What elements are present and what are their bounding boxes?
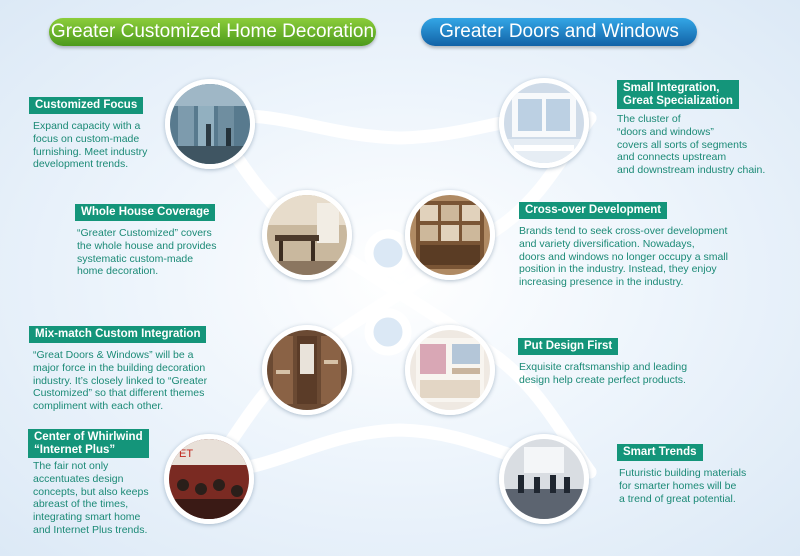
desc-put-design-first: Exquisite craftsmanship and leading desi… [519, 361, 688, 386]
title-customized-focus: Customized Focus [29, 97, 144, 114]
desc-small-integration: The cluster of “doors and windows” cover… [617, 113, 766, 177]
desc-mix-match-custom-integration: “Great Doors & Windows” will be a major … [33, 349, 208, 413]
title-small-integration-line1: Small Integration, [623, 82, 720, 94]
title-center-of-whirlwind-line2: “Internet Plus” [34, 443, 116, 456]
desc-customized-focus: Expand capacity with a focus on custom-m… [33, 120, 148, 171]
header-greater-doors-windows: Greater Doors and Windows [421, 18, 697, 46]
photo-wardrobe [405, 325, 495, 415]
title-small-integration: Small Integration, Great Specialization [617, 80, 739, 109]
title-put-design-first: Put Design First [518, 338, 619, 355]
title-small-integration-line2: Great Specialization [623, 94, 733, 107]
desc-whole-house-coverage: “Greater Customized” covers the whole ho… [77, 227, 217, 278]
title-smart-trends: Smart Trends [617, 444, 703, 461]
header-greater-customized: Greater Customized Home Decoration [49, 18, 376, 46]
desc-cross-over-development: Brands tend to seek cross-over developme… [519, 225, 728, 289]
desc-smart-trends: Futuristic building materials for smarte… [619, 467, 747, 505]
title-center-of-whirlwind: Center of Whirlwind “Internet Plus” [28, 429, 149, 458]
photo-conference-audience: ET [164, 434, 254, 524]
photo-forum-stage [499, 434, 589, 524]
photo-white-window-frame [499, 78, 589, 168]
photo-glass-storefront [165, 79, 255, 169]
hub-ring-upper [364, 229, 412, 277]
photo-walk-in-closet [262, 325, 352, 415]
title-whole-house-coverage: Whole House Coverage [75, 204, 216, 221]
title-mix-match-custom-integration: Mix-match Custom Integration [29, 326, 207, 343]
svg-text:ET: ET [179, 448, 193, 460]
photo-dining-room [262, 190, 352, 280]
hub-ring-lower [364, 308, 412, 356]
photo-wood-shelving [405, 190, 495, 280]
desc-center-of-whirlwind: The fair not only accentuates design con… [33, 460, 149, 536]
title-cross-over-development: Cross-over Development [519, 202, 668, 219]
title-center-of-whirlwind-line1: Center of Whirlwind [34, 431, 143, 443]
